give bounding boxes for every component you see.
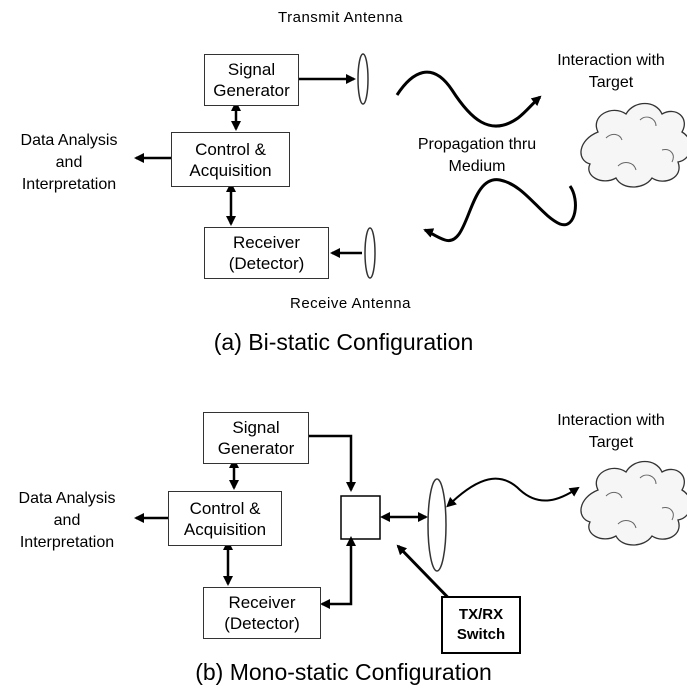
switch-square	[340, 495, 381, 540]
caption-bistatic: (a) Bi-static Configuration	[213, 329, 474, 355]
receiver-line2: (Detector)	[228, 254, 305, 273]
receiver-box-b: Receiver (Detector)	[203, 587, 321, 639]
arrow-gen-to-switch	[309, 434, 356, 492]
interaction-label: Interaction with Target	[557, 52, 665, 91]
receive-antenna-icon	[364, 227, 376, 279]
receiver-line1: Receiver	[232, 233, 301, 252]
control-b-line2: Acquisition	[183, 519, 267, 539]
control-acquisition-box-b: Control & Acquisition	[168, 491, 282, 546]
data-analysis-label: Data Analysis and Interpretation	[20, 132, 118, 193]
signal-generator-box: Signal Generator	[204, 54, 299, 106]
caption-monostatic: (b) Mono-static Configuration	[195, 659, 492, 685]
switch-line2: Switch	[456, 626, 506, 643]
receiver-b-line1: Receiver	[228, 593, 296, 612]
control-line1: Control &	[195, 139, 266, 159]
switch-line1: TX/RX	[458, 606, 504, 623]
transmit-antenna-icon	[357, 53, 369, 105]
signal-generator-line1: Signal	[227, 60, 276, 79]
arrow-switch-to-receiver	[320, 548, 353, 609]
receive-antenna-label: Receive Antenna	[290, 295, 411, 312]
control-line2: Acquisition	[189, 160, 272, 180]
mono-wave	[446, 477, 580, 508]
receiver-box: Receiver (Detector)	[204, 227, 329, 279]
tx-rx-switch-box: TX/RX Switch	[441, 596, 521, 654]
return-wave	[423, 178, 577, 242]
control-b-line1: Control &	[189, 498, 261, 518]
mono-antenna-icon	[427, 478, 447, 572]
data-analysis-label-b: Data Analysis and Interpretation	[18, 490, 116, 551]
outgoing-wave	[395, 70, 542, 128]
signal-generator-b-line1: Signal	[232, 418, 280, 437]
signal-generator-line2: Generator	[213, 81, 290, 100]
signal-generator-box-b: Signal Generator	[203, 412, 309, 464]
receiver-b-line2: (Detector)	[224, 614, 300, 633]
transmit-antenna-label: Transmit Antenna	[278, 9, 404, 26]
interaction-label-b: Interaction with Target	[557, 412, 665, 451]
propagation-label: Propagation thru Medium	[417, 136, 537, 175]
signal-generator-b-line2: Generator	[217, 439, 295, 458]
target-cloud-icon-b	[580, 460, 687, 546]
target-cloud-icon	[580, 102, 687, 188]
control-acquisition-box: Control & Acquisition	[171, 132, 290, 187]
